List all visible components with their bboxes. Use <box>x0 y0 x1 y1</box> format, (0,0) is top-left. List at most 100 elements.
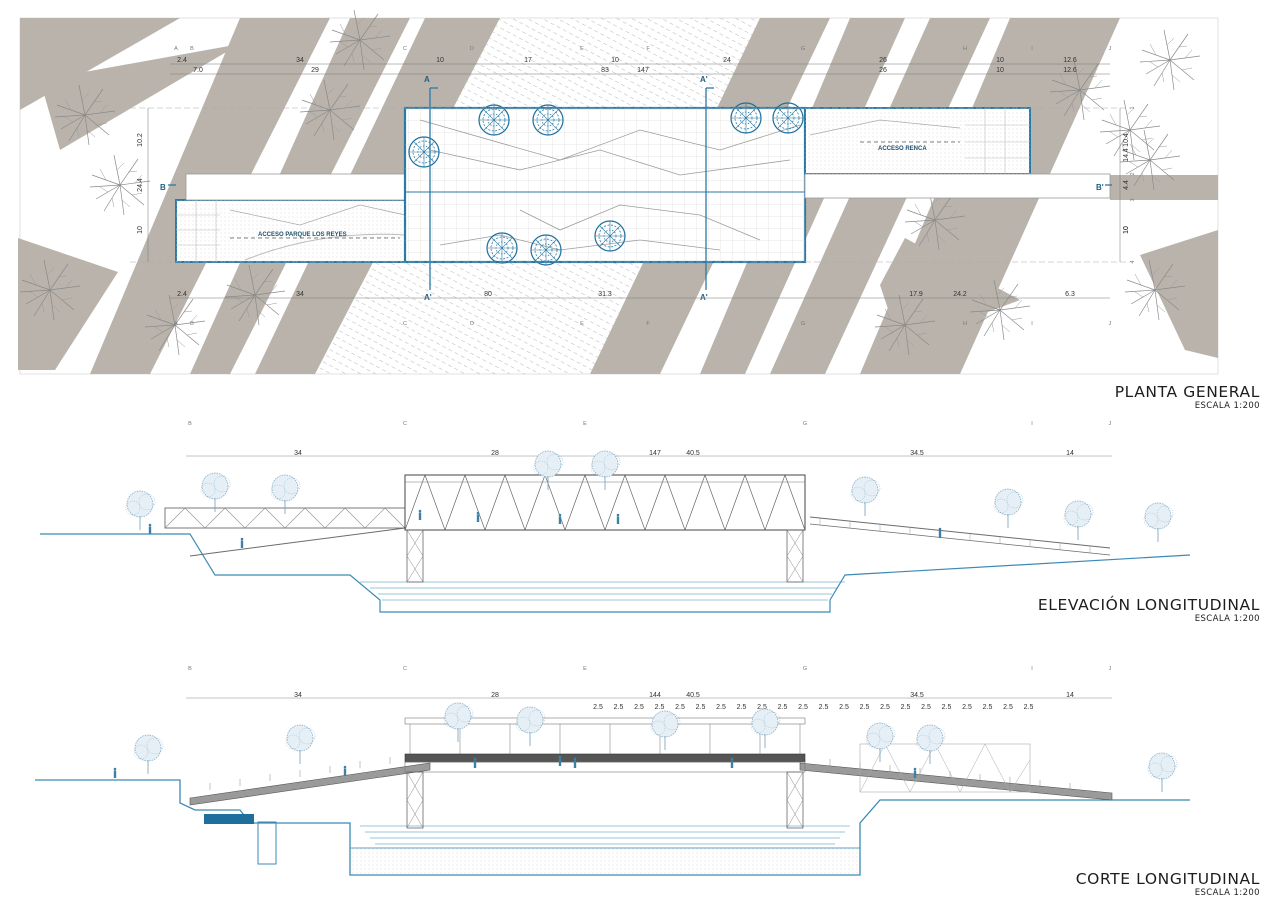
plan-axis-numbers: 1 2 3 4 <box>1130 106 1136 263</box>
section-axis-letter: J <box>1109 666 1112 672</box>
plan-axis-letter: E <box>580 46 584 52</box>
plan-view: ACCESO PARQUE LOS REYES ACCESO RENCA A A… <box>18 9 1219 375</box>
section-bay-dimension: 2.5 <box>675 704 685 711</box>
section-bay-dimension: 2.5 <box>716 704 726 711</box>
elevation-dimension: 34 <box>294 450 302 457</box>
section-bay-dimension: 2.5 <box>901 704 911 711</box>
plan-dimension: 26 <box>879 57 887 64</box>
section-bay-dimension: 2.5 <box>798 704 808 711</box>
section-bay-dimension: 2.5 <box>942 704 952 711</box>
section-bay-dimension: 2.5 <box>655 704 665 711</box>
plan-dimension: 10.4 <box>1123 133 1130 147</box>
plan-dimension: 6.3 <box>1065 291 1075 298</box>
plan-axis-letter: J <box>1109 46 1112 52</box>
plan-dimension: 29 <box>311 67 319 74</box>
section-bay-dimension: 2.5 <box>839 704 849 711</box>
plan-dimension: 83 <box>601 67 609 74</box>
plan-axis-letter: G <box>801 321 805 327</box>
section-bay-dimension: 2.5 <box>860 704 870 711</box>
section-dimension: 34.5 <box>910 692 924 699</box>
elevation-axis-letter: E <box>583 421 587 427</box>
plan-axis-number: 1 <box>1130 106 1136 109</box>
section-axis-letter: I <box>1031 666 1033 672</box>
section-bay-dimension: 2.5 <box>819 704 829 711</box>
section-bay-dimension: 2.5 <box>593 704 603 711</box>
elevation-title-block: ELEVACIÓN LONGITUDINAL ESCALA 1:200 <box>1037 596 1260 625</box>
plan-axis-letter: C <box>403 321 407 327</box>
plan-axis-letter: H <box>963 46 967 52</box>
plan-dimension: 2.4 <box>177 291 187 298</box>
section-title: CORTE LONGITUDINAL <box>1075 870 1260 888</box>
plan-axis-letter: A <box>174 321 178 327</box>
plan-dimension: 10.2 <box>137 133 144 147</box>
section-bay-dimension: 2.5 <box>1003 704 1013 711</box>
section-bay-dimension: 2.5 <box>983 704 993 711</box>
elevation-dimension: 14 <box>1066 450 1074 457</box>
plan-dimension: 12.6 <box>1063 57 1077 64</box>
plan-dimension: 10 <box>1123 226 1130 234</box>
access-right-label: ACCESO RENCA <box>878 146 927 152</box>
section-scale: ESCALA 1:200 <box>1194 888 1260 898</box>
plan-dimension: 24.2 <box>953 291 967 298</box>
section-b-marker: B <box>160 183 166 192</box>
plan-scale: ESCALA 1:200 <box>1194 401 1260 411</box>
elevation-axis-letter: I <box>1031 421 1033 427</box>
section-a-marker-bottom: A' <box>424 293 432 302</box>
section-bay-dimension: 2.5 <box>1024 704 1034 711</box>
section-bay-dimension: 2.5 <box>880 704 890 711</box>
plan-dimension: 17.9 <box>909 291 923 298</box>
plan-axis-number: 3 <box>1130 198 1136 201</box>
elevation-axis-letter: B <box>188 421 192 427</box>
elevation-axis-letter: G <box>803 421 807 427</box>
elevation-dimension: 34.5 <box>910 450 924 457</box>
plan-title-block: PLANTA GENERAL ESCALA 1:200 <box>1115 384 1260 412</box>
plan-dimension: 34 <box>296 291 304 298</box>
plan-dimension: 10 <box>137 226 144 234</box>
elevation-scale: ESCALA 1:200 <box>1194 614 1260 624</box>
section-title-block: CORTE LONGITUDINAL ESCALA 1:200 <box>1075 870 1260 899</box>
plan-dimension: 34 <box>296 57 304 64</box>
plan-dimension: 10 <box>996 67 1004 74</box>
plan-dimension: 10 <box>436 57 444 64</box>
plan-dimension: 14.4 <box>1123 148 1130 162</box>
elevation-axis-letter: C <box>403 421 407 427</box>
section-bay-dimension: 2.5 <box>962 704 972 711</box>
plan-axis-number: 4 <box>1130 260 1136 263</box>
section-axis-letter: E <box>583 666 587 672</box>
section-dimension: 144 <box>649 692 661 699</box>
section-b-prime-marker: B' <box>1096 183 1104 192</box>
plan-dimension: 7.0 <box>193 67 203 74</box>
plan-dimension: 24.4 <box>137 178 144 192</box>
section-dimension: 14 <box>1066 692 1074 699</box>
plan-dimension: 24 <box>723 57 731 64</box>
plan-dimension: 80 <box>484 291 492 298</box>
plan-dimension: 12.6 <box>1063 67 1077 74</box>
section-axis-letter: G <box>803 666 807 672</box>
section-dimension: 34 <box>294 692 302 699</box>
plan-axis-number: 2 <box>1130 172 1136 175</box>
plan-dims-left: 10.2 24.4 10 <box>137 133 144 234</box>
plan-axis-letter: B <box>190 321 194 327</box>
plan-axis-letter: A <box>174 46 178 52</box>
plan-axis-letter: B <box>190 46 194 52</box>
plan-axis-letter: C <box>403 46 407 52</box>
elevation-title: ELEVACIÓN LONGITUDINAL <box>1037 596 1260 614</box>
section-bay-dimension: 2.5 <box>757 704 767 711</box>
section-axis-letter: C <box>403 666 407 672</box>
plan-axis-letter: D <box>470 321 474 327</box>
plan-axis-letter: I <box>1031 46 1033 52</box>
plan-dimension: 2.4 <box>177 57 187 64</box>
plan-dimension: 17 <box>524 57 532 64</box>
plan-axis-letter: F <box>646 46 650 52</box>
section-bay-dimension: 2.5 <box>614 704 624 711</box>
